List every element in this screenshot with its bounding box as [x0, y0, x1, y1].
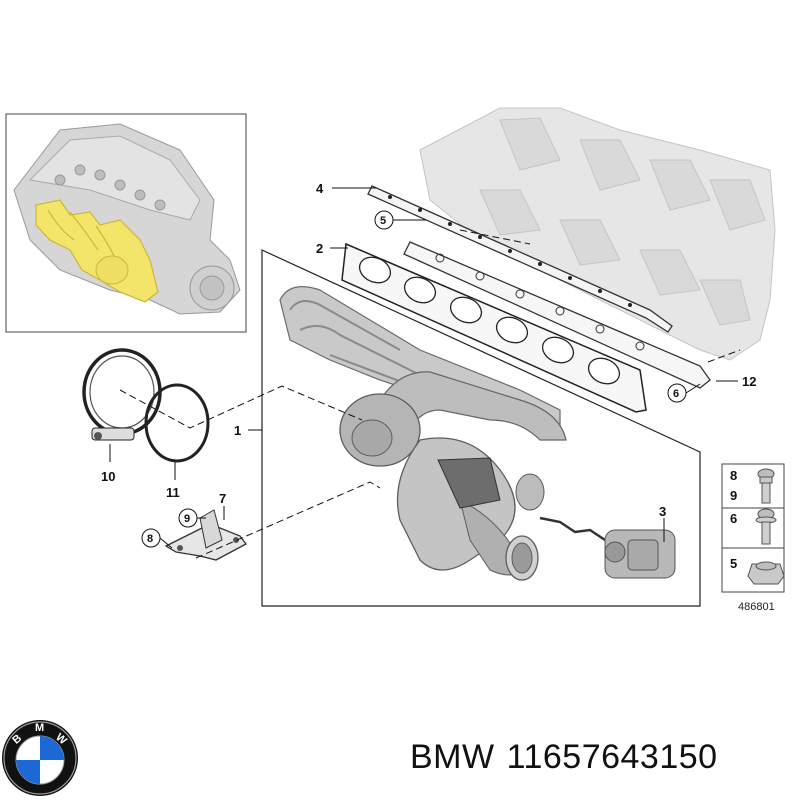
part-caption: BMW 11657643150 — [410, 738, 730, 777]
callout-2: 2 — [316, 241, 323, 256]
turbocharger-box — [261, 249, 701, 607]
gasket-2-manifold — [341, 242, 647, 413]
callout-4: 4 — [316, 181, 324, 196]
nut-icon — [747, 561, 785, 585]
gasket-4-head — [367, 185, 673, 333]
callout-8-circle: 8 — [141, 528, 161, 548]
clamp-10 — [82, 348, 162, 441]
flange-bolt-icon — [755, 508, 777, 545]
legend-5: 5 — [730, 556, 737, 571]
leader-lines — [109, 187, 741, 559]
exhaust-manifold-turbocharger — [279, 286, 567, 581]
bmw-logo: B M W — [2, 720, 78, 796]
callout-3: 3 — [659, 504, 666, 519]
bracket-7 — [164, 509, 247, 561]
legend-6: 6 — [730, 511, 737, 526]
callout-6-circle: 6 — [667, 383, 687, 403]
callout-5: 5 — [380, 215, 386, 227]
callout-12: 12 — [742, 374, 756, 389]
callout-9-circle: 9 — [178, 508, 198, 528]
wastegate-actuator — [539, 516, 676, 579]
seal-ring-11 — [144, 383, 210, 463]
cylinder-head — [419, 107, 776, 361]
callout-labels: 4 2 1 3 12 10 11 7 5 6 9 8 8 9 6 5 48680… — [101, 181, 775, 613]
brand-name: BMW — [410, 738, 495, 776]
legend-9: 9 — [730, 488, 737, 503]
legend-8: 8 — [730, 468, 737, 483]
diagram-number: 486801 — [738, 601, 775, 613]
callout-5-circle: 5 — [374, 210, 394, 230]
callout-8: 8 — [147, 533, 153, 545]
gasket-12-strip — [403, 241, 711, 389]
part-number: 11657643150 — [506, 738, 718, 776]
callout-11: 11 — [166, 485, 180, 500]
fastener-legend-panel — [721, 463, 785, 593]
engine-overview-inset — [5, 113, 247, 333]
svg-text:M: M — [35, 722, 44, 734]
callout-1: 1 — [234, 423, 241, 438]
callout-6: 6 — [673, 388, 679, 400]
callout-10: 10 — [101, 469, 115, 484]
callout-7: 7 — [219, 491, 226, 506]
callout-9: 9 — [184, 513, 190, 525]
bolt-icon — [757, 468, 775, 504]
